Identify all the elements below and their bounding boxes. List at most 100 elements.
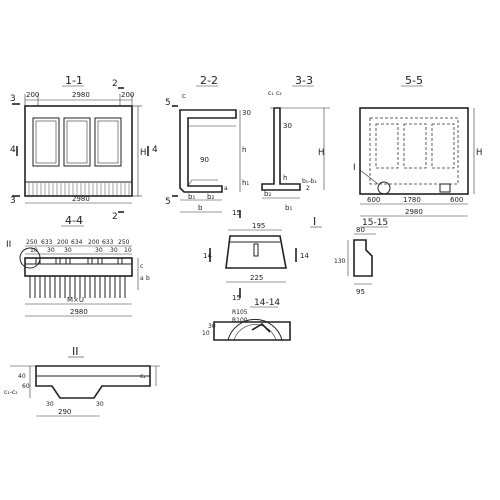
window-mid-inner [66,120,88,164]
callout-I: I [353,163,356,173]
detail-I-slot [253,243,259,257]
dim-200b: 200 [88,239,100,246]
dim-h: H [476,148,482,158]
dim-600-right: 600 [450,196,463,204]
dim-a: a [224,185,228,192]
plan-outline [24,257,133,277]
dim-14-right: 14 [300,252,309,260]
window-right-inner [97,120,119,164]
window-right [94,117,122,167]
dim-c2: c₂ [140,373,146,380]
dim-14-left: 14 [203,252,212,260]
dim-30c: 30 [95,247,103,254]
dim-c2: c₂ [276,90,282,97]
panel-rear-outline [359,107,469,195]
detail-I-title: I [313,215,316,228]
dim-b1: b₁ [285,204,292,212]
window-mid [63,117,91,167]
plan-rib [65,257,71,265]
plan-teeth [29,276,126,298]
dim-h-small: h [283,174,287,182]
fillet [187,179,218,187]
plan-rib [87,257,93,265]
dim-h: h [242,146,246,154]
dim-30: 30 [283,122,292,130]
dim-c: c [182,92,186,100]
section-5-5-title: 5-5 [405,74,423,87]
section-2-2-title: 2-2 [200,74,218,87]
dim-b1: b₁ [188,193,195,201]
cut-mark-3-top: 3 [10,94,16,104]
detail-II-profile [35,365,151,399]
arc-r105 [227,318,283,341]
detail-I: I 15 195 14 14 225 15 [203,209,322,302]
dim-h: H [318,148,324,158]
dim-30b: 30 [64,247,72,254]
dim-b2: b₂ [264,190,271,198]
cut-mark-5-top: 5 [165,98,171,108]
section-5-5: 5-5 I H 600 1780 600 2980 [353,74,482,217]
dim-c: c [140,263,143,270]
dim-15-bottom: 15 [232,294,241,302]
dim-b: b [198,204,203,212]
panel-outline [24,105,133,197]
rib-ticks [28,183,130,195]
section-3-3-profile [261,107,301,191]
dim-130: 130 [334,258,346,265]
callout-circle-I [377,181,391,195]
rear-anchor-right [439,183,451,193]
dim-60: 60 [22,383,30,390]
section-4-4-title: 4-4 [65,214,83,227]
detail-II: II 40 60 c₁-c₂ c₂ 30 30 290 [4,345,160,417]
dim-10b: 10 [124,247,132,254]
section-4-4: 4-4 II 250 633 200 634 200 633 250 10 30… [6,214,150,317]
dim-30-right: 30 [96,401,104,408]
dim-h-label: H [140,148,146,158]
dim-frac: c₁-c₂ [4,389,18,396]
dim-633: 633 [41,239,53,246]
dim-290: 290 [58,408,71,416]
dim-15-top: 15 [232,209,241,217]
detail-14-14: 14-14 R105 R100 10 30 [202,298,291,341]
callout-II: II [6,240,11,250]
section-1-1: 1-1 200 2980 200 2 3 [10,74,158,222]
dim-30-left: 30 [46,401,54,408]
dim-2980-top: 2980 [72,91,90,99]
detail-14-14-hook [251,322,271,333]
dim-a: a [140,275,144,282]
detail-14-14-outline [213,321,291,341]
dim-30d: 30 [110,247,118,254]
dim-30: 30 [208,323,216,330]
detail-15-15: 15-15 80 130 95 [334,218,388,296]
dim-h1: h₁ [242,179,249,187]
detail-15-15-shape [353,239,373,277]
dim-634: 634 [71,239,83,246]
dim-30: 30 [242,109,251,117]
dim-225: 225 [250,274,263,282]
cut-mark-3-bottom: 3 [10,196,16,206]
dim-200a: 200 [57,239,69,246]
window-left [32,117,60,167]
dim-30a: 30 [47,247,55,254]
dim-633b: 633 [102,239,114,246]
dim-200-left: 200 [26,91,39,99]
plan-rib [35,257,41,265]
dim-200-right: 200 [121,91,134,99]
dim-10: 10 [30,247,38,254]
rear-frame-dashed [369,117,459,185]
dim-mxu: M×U [67,296,84,304]
callout-leader [359,169,379,185]
dim-95: 95 [356,288,365,296]
arc-r100 [233,324,277,341]
detail-II-title: II [72,345,79,358]
dim-2980-bottom: 2980 [72,195,90,203]
plan-rib [97,257,103,265]
section-1-1-title: 1-1 [65,74,83,87]
section-2-2: 2-2 5 c 30 h h₁ 90 5 b₁ b₂ b a [165,74,251,213]
dim-b2: b₂ [207,193,214,201]
detail-14-14-title: 14-14 [254,298,280,308]
dim-1780: 1780 [403,196,421,204]
cut-mark-5-bottom: 5 [165,197,171,207]
cut-mark-2-top: 2 [112,79,118,89]
